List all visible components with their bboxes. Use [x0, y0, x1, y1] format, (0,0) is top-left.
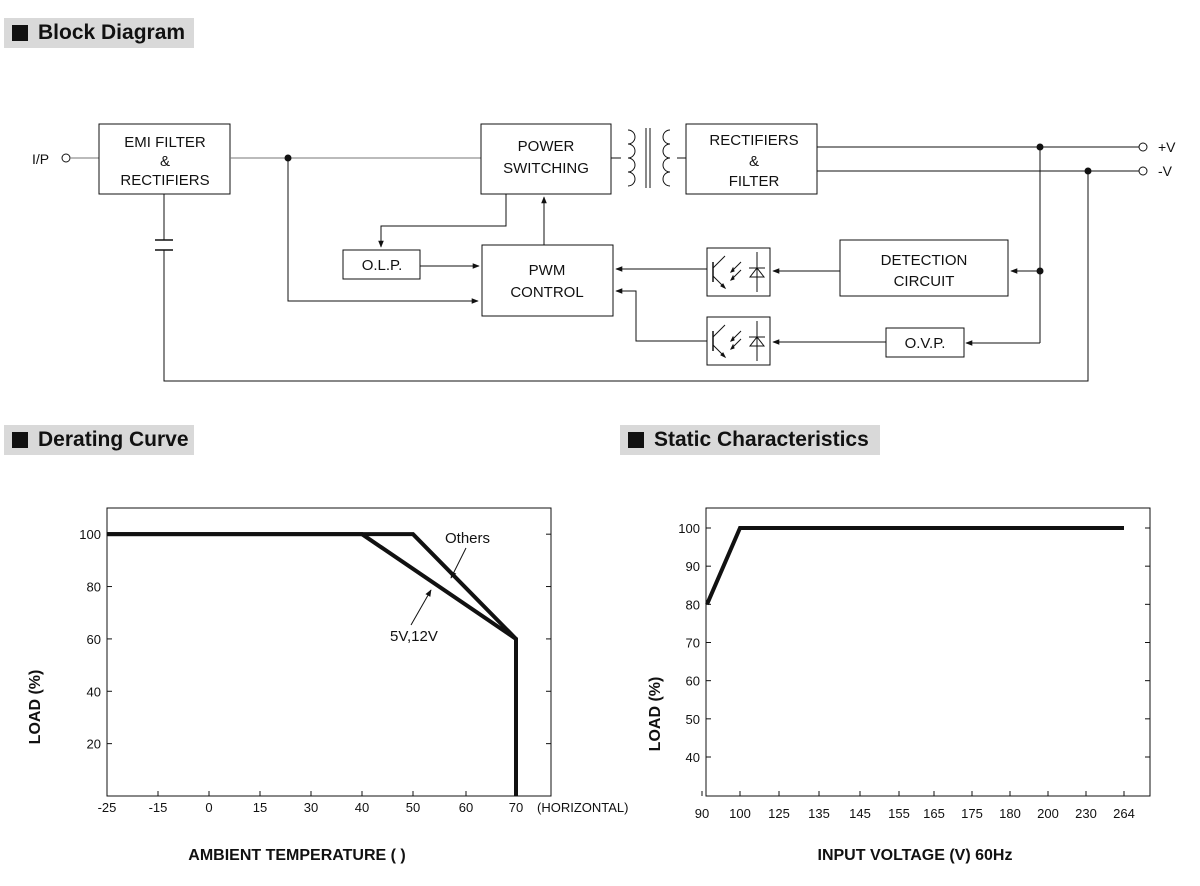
x-tick-label: 175 [961, 806, 983, 821]
series-line-0 [107, 532, 518, 796]
annotation-others: Others [445, 530, 490, 547]
block-diagram: I/P EMI FILTER & RECTIFIERS POWER SWITCH… [32, 123, 1176, 382]
rectifiers-filter-line1: RECTIFIERS [709, 132, 798, 149]
y-tick-label: 20 [87, 737, 101, 752]
block-diagram-title: Block Diagram [38, 21, 186, 44]
transformer-icon [611, 128, 686, 188]
ovp-block: O.V.P. [885, 327, 965, 358]
static-characteristics-header: Static Characteristics [620, 425, 880, 455]
olp-label: O.L.P. [362, 257, 403, 274]
detection-circuit-line2: CIRCUIT [894, 273, 955, 290]
y-tick-label: 60 [686, 674, 700, 689]
optocoupler-icon [706, 316, 771, 366]
emi-filter-line2: & [160, 153, 170, 170]
x-tick-label: 40 [355, 800, 369, 815]
x-tick-label: 155 [888, 806, 910, 821]
x-tick-label: 100 [729, 806, 751, 821]
static-characteristics-title: Static Characteristics [654, 428, 869, 451]
emi-filter-line1: EMI FILTER [124, 134, 206, 151]
annotation-others-arrow [450, 547, 467, 579]
pwm-control-block: PWM CONTROL [481, 244, 614, 317]
square-bullet-icon [12, 25, 28, 41]
derating-plot-frame [106, 507, 552, 797]
static-y-axis-label: LOAD (%) [647, 677, 664, 752]
rectifiers-filter-line2: & [749, 153, 759, 170]
x-tick-label: 70 [509, 800, 523, 815]
positive-terminal [1138, 142, 1148, 152]
output-positive-label: +V [1158, 139, 1176, 155]
power-switching-block: POWER SWITCHING [480, 123, 612, 195]
square-bullet-icon [628, 432, 644, 448]
y-tick-label: 40 [686, 750, 700, 765]
detection-circuit-line1: DETECTION [881, 252, 968, 269]
x-tick-label: 90 [695, 806, 709, 821]
pwm-control-line1: PWM [529, 262, 566, 279]
input-terminal [61, 153, 71, 163]
y-tick-label: 90 [686, 559, 700, 574]
x-tick-label: 180 [999, 806, 1021, 821]
x-tick-label: 145 [849, 806, 871, 821]
derating-x-axis-label: AMBIENT TEMPERATURE ( ) [188, 847, 405, 864]
input-label: I/P [32, 151, 49, 167]
x-tick-label: 125 [768, 806, 790, 821]
olp-block: O.L.P. [342, 249, 421, 280]
x-tick-label: 135 [808, 806, 830, 821]
ovp-label: O.V.P. [905, 335, 946, 352]
derating-curve-header: Derating Curve [4, 425, 194, 455]
detection-circuit-block: DETECTION CIRCUIT [839, 239, 1009, 297]
y-tick-label: 80 [686, 597, 700, 612]
pwm-control-line2: CONTROL [510, 284, 583, 301]
output-negative-label: -V [1158, 163, 1173, 179]
derating-y-axis-label: LOAD (%) [27, 670, 44, 745]
y-tick-label: 100 [79, 527, 101, 542]
x-tick-label: 200 [1037, 806, 1059, 821]
power-switching-line2: SWITCHING [503, 160, 589, 177]
series-line-0 [705, 526, 1124, 606]
annotation-5v12v-arrow [410, 589, 432, 626]
rectifiers-filter-block: RECTIFIERS & FILTER [685, 123, 818, 195]
y-tick-label: 80 [87, 580, 101, 595]
y-tick-label: 50 [686, 712, 700, 727]
derating-curve-title: Derating Curve [38, 428, 189, 451]
y-tick-label: 40 [87, 684, 101, 699]
emi-filter-line3: RECTIFIERS [120, 172, 209, 189]
block-diagram-header: Block Diagram [4, 18, 194, 48]
static-x-axis-label: INPUT VOLTAGE (V) 60Hz [818, 847, 1013, 864]
static-plot-frame [705, 507, 1151, 797]
emi-filter-block: EMI FILTER & RECTIFIERS [98, 123, 231, 195]
square-bullet-icon [12, 432, 28, 448]
x-tick-label: 50 [406, 800, 420, 815]
x-tick-label: 60 [459, 800, 473, 815]
annotation-5v12v: 5V,12V [390, 628, 438, 645]
x-tick-label: 264 [1113, 806, 1135, 821]
x-tick-label: 165 [923, 806, 945, 821]
y-tick-label: 100 [678, 521, 700, 536]
x-tick-label: 30 [304, 800, 318, 815]
y-tick-label: 70 [686, 636, 700, 651]
x-tick-label: 230 [1075, 806, 1097, 821]
optocoupler-icon [706, 247, 771, 297]
x-tick-label: 15 [253, 800, 267, 815]
x-tick-label: -15 [149, 800, 168, 815]
x-tick-label: -25 [98, 800, 117, 815]
power-switching-line1: POWER [518, 138, 575, 155]
x-tick-label: 0 [205, 800, 212, 815]
rectifiers-filter-line3: FILTER [729, 173, 780, 190]
series-line-1 [107, 532, 518, 796]
negative-terminal [1138, 166, 1148, 176]
derating-x-axis-suffix: (HORIZONTAL) [537, 800, 628, 815]
y-tick-label: 60 [87, 632, 101, 647]
